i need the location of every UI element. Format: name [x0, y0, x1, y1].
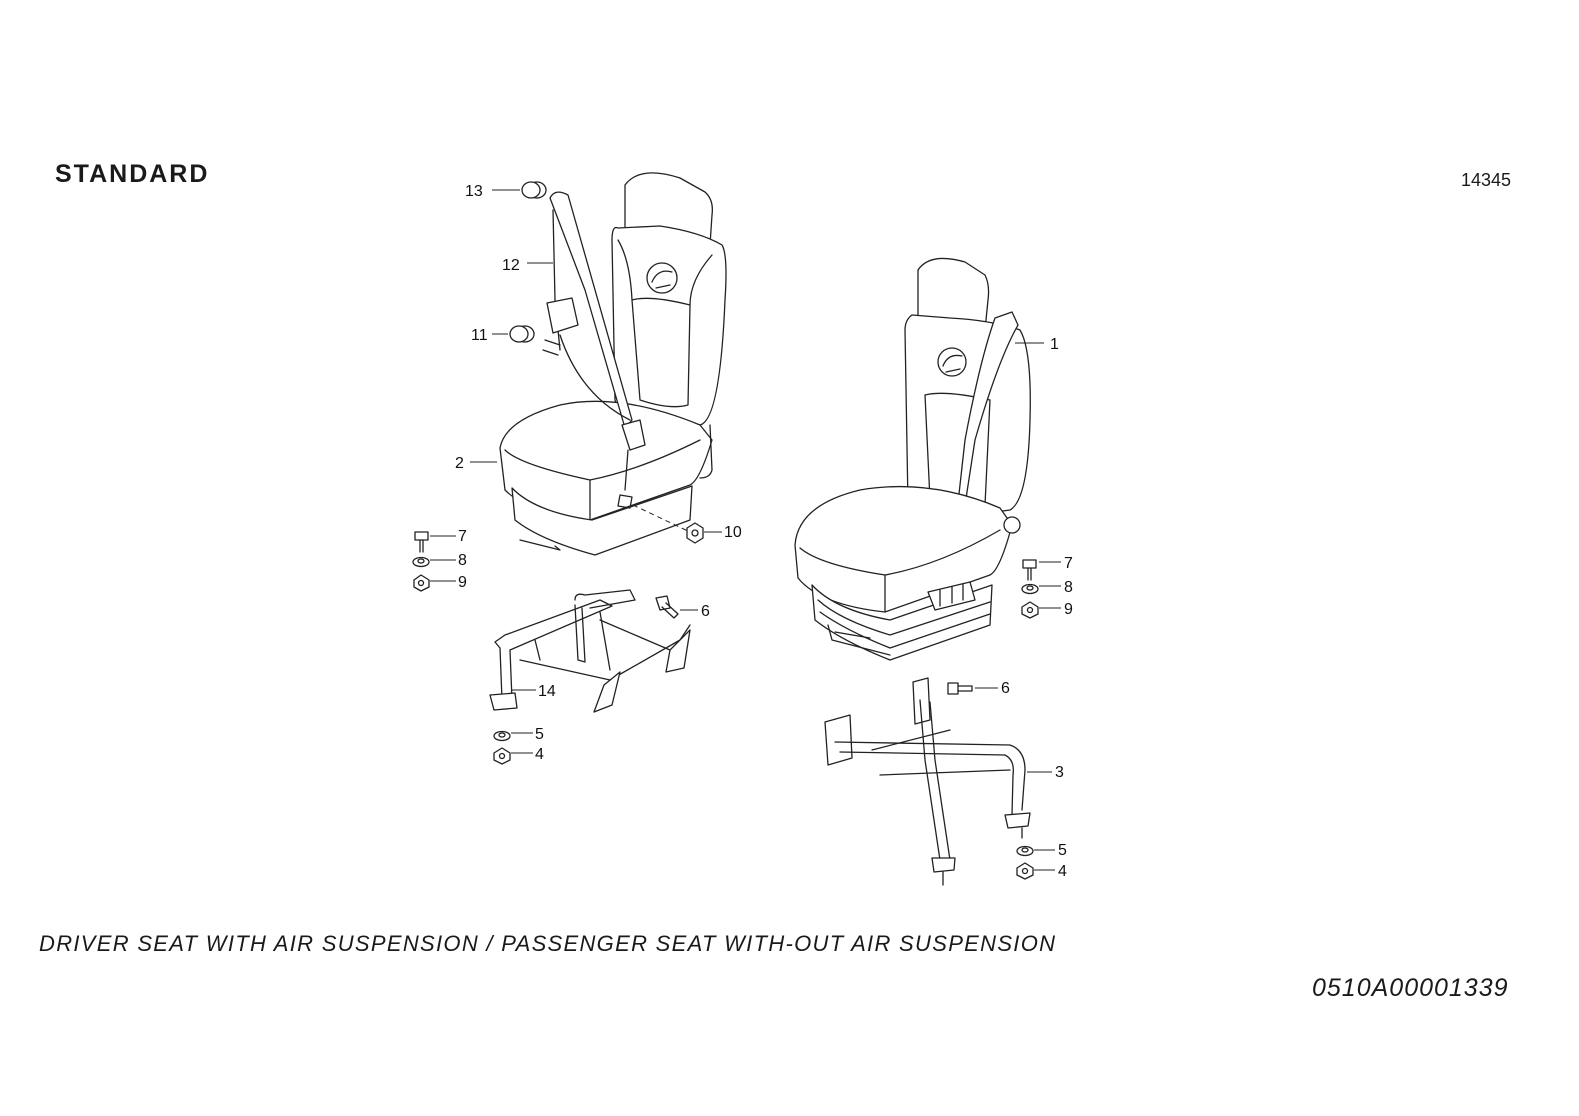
callout-5-right: 5	[1058, 842, 1067, 859]
document-number: 0510A00001339	[1312, 974, 1509, 1002]
callout-3: 3	[1055, 764, 1064, 781]
callout-8-left: 8	[458, 552, 467, 569]
callout-labels: 13 12 11 2 10 7 8 9 6 14 5 4 1 7 8 9 6	[430, 183, 1073, 880]
right-frame-drawing	[824, 677, 1031, 886]
callout-2: 2	[455, 455, 464, 472]
callout-7-right: 7	[1064, 555, 1073, 572]
callout-4-left: 4	[535, 746, 544, 763]
callout-9-left: 9	[458, 574, 467, 591]
right-seat-drawing	[794, 257, 1031, 661]
hardware-drawing	[412, 181, 1039, 880]
callout-13: 13	[465, 183, 483, 200]
callout-9-right: 9	[1064, 601, 1073, 618]
figure-number: 14345	[1461, 170, 1512, 190]
callout-10: 10	[724, 524, 742, 541]
callout-12: 12	[502, 257, 520, 274]
callout-7-left: 7	[458, 528, 467, 545]
page-title: STANDARD	[55, 160, 210, 188]
callout-4-right: 4	[1058, 863, 1067, 880]
callout-6-right: 6	[1001, 680, 1010, 697]
callout-14: 14	[538, 683, 556, 700]
diagram-caption: DRIVER SEAT WITH AIR SUSPENSION / PASSEN…	[39, 931, 1057, 956]
callout-11: 11	[471, 327, 488, 344]
left-seat-drawing	[499, 172, 727, 556]
left-frame-drawing	[489, 589, 691, 713]
callout-8-right: 8	[1064, 579, 1073, 596]
callout-6-left: 6	[701, 603, 710, 620]
callout-5-left: 5	[535, 726, 544, 743]
callout-1: 1	[1050, 336, 1059, 353]
